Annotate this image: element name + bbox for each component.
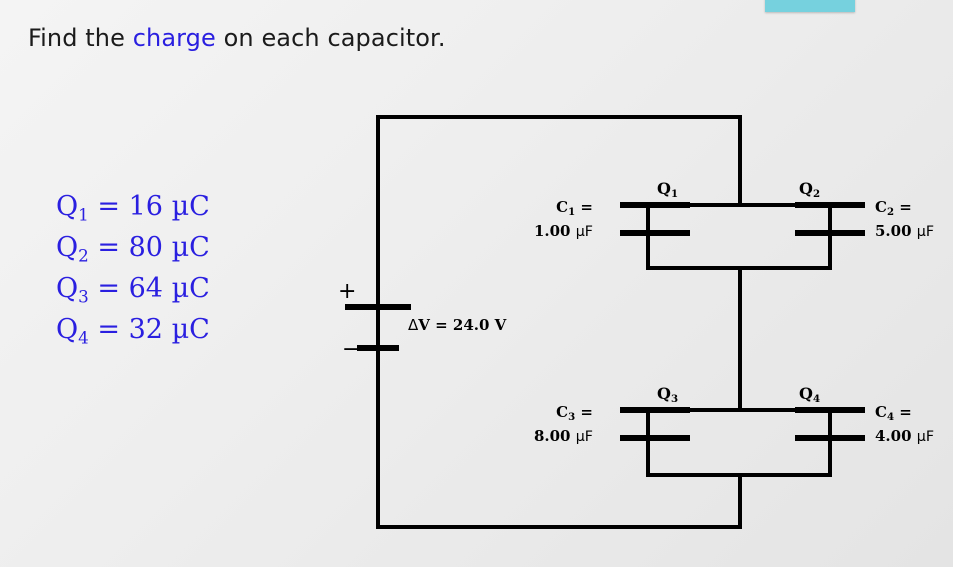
c4-value: 4.00 xyxy=(875,427,912,446)
answer-row-q2: Q2 = 80 µC xyxy=(56,227,210,268)
capacitor-c2-label-line2: 5.00 µF xyxy=(875,222,953,242)
c4-unit: µF xyxy=(916,429,935,446)
q1-symbol: Q xyxy=(657,179,671,198)
answer-row-q1: Q1 = 16 µC xyxy=(56,186,210,227)
c3-equals: = xyxy=(580,403,593,421)
charge-label-q4: Q4 xyxy=(799,384,820,405)
c1-unit: µF xyxy=(575,224,593,241)
capacitor-c4-label-line2: 4.00 µF xyxy=(875,427,953,447)
prompt-text-after: on each capacitor. xyxy=(215,24,446,52)
c2-equals: = xyxy=(899,198,912,216)
c1-equals: = xyxy=(580,198,593,216)
answer-symbol-q3: Q xyxy=(56,273,79,304)
c2-subscript: 2 xyxy=(886,206,895,219)
prompt-highlight-charge: charge xyxy=(132,24,216,52)
c3-subscript: 3 xyxy=(568,411,576,424)
answer-equals-q3: = xyxy=(97,273,121,304)
q3-subscript: 3 xyxy=(670,393,679,406)
c1-symbol: C xyxy=(556,198,569,216)
capacitor-c3-label-line1: C3 = xyxy=(458,403,593,427)
capacitor-c1-label-line1: C1 = xyxy=(458,198,593,222)
page-title: Find the charge on each capacitor. xyxy=(28,24,446,52)
accent-decoration-block xyxy=(765,0,855,12)
answer-value-q3: 64 xyxy=(128,273,163,304)
q4-subscript: 4 xyxy=(812,393,821,406)
q2-symbol: Q xyxy=(799,179,813,198)
battery-minus-sign: − xyxy=(342,337,361,362)
capacitor-c2-label-line1: C2 = xyxy=(875,198,953,222)
answer-row-q3: Q3 = 64 µC xyxy=(56,268,210,309)
q1-subscript: 1 xyxy=(670,188,679,201)
q2-subscript: 2 xyxy=(812,188,821,201)
c3-value: 8.00 xyxy=(533,427,571,446)
answer-symbol-q1: Q xyxy=(56,191,79,222)
charge-label-q2: Q2 xyxy=(799,179,820,200)
c3-unit: µF xyxy=(575,429,593,446)
c1-subscript: 1 xyxy=(568,206,576,219)
q3-symbol: Q xyxy=(657,384,671,403)
answer-unit-q4: µC xyxy=(171,314,210,345)
capacitor-c4-label-line1: C4 = xyxy=(875,403,953,427)
answer-symbol-q2: Q xyxy=(56,232,79,263)
battery-voltage-label: ΔV = 24.0 V xyxy=(408,316,506,334)
answer-unit-q1: µC xyxy=(171,191,210,222)
q4-symbol: Q xyxy=(799,384,813,403)
charge-label-q1: Q1 xyxy=(657,179,678,200)
prompt-text-before: Find the xyxy=(28,24,133,52)
delta-symbol: Δ xyxy=(408,316,419,334)
answer-subscript-q2: 2 xyxy=(78,245,89,266)
answer-equals-q4: = xyxy=(97,314,121,345)
c2-symbol: C xyxy=(875,198,887,216)
battery-plus-sign: + xyxy=(338,279,357,304)
answer-row-q4: Q4 = 32 µC xyxy=(56,309,210,350)
answer-subscript-q1: 1 xyxy=(78,204,89,225)
answer-value-q4: 32 xyxy=(128,314,163,345)
answer-subscript-q4: 4 xyxy=(78,327,89,348)
answer-value-q2: 80 xyxy=(128,232,163,263)
voltage-value-text: V = 24.0 V xyxy=(418,316,507,334)
answer-equals-q2: = xyxy=(97,232,121,263)
c4-equals: = xyxy=(899,403,912,421)
c1-value: 1.00 xyxy=(533,222,571,241)
capacitor-c1-label: C1 = 1.00 µF xyxy=(458,198,593,242)
answer-unit-q2: µC xyxy=(171,232,210,263)
answer-symbol-q4: Q xyxy=(56,314,79,345)
c4-symbol: C xyxy=(875,403,887,421)
capacitor-c4-label: C4 = 4.00 µF xyxy=(875,403,953,447)
capacitor-c1-label-line2: 1.00 µF xyxy=(458,222,593,242)
answer-value-q1: 16 xyxy=(128,191,163,222)
c4-subscript: 4 xyxy=(886,411,895,424)
c3-symbol: C xyxy=(556,403,569,421)
answer-subscript-q3: 3 xyxy=(78,286,89,307)
capacitor-c3-label-line2: 8.00 µF xyxy=(458,427,593,447)
answer-unit-q3: µC xyxy=(171,273,210,304)
c2-value: 5.00 xyxy=(875,222,912,241)
answer-equals-q1: = xyxy=(97,191,121,222)
charge-label-q3: Q3 xyxy=(657,384,678,405)
capacitor-c3-label: C3 = 8.00 µF xyxy=(458,403,593,447)
c2-unit: µF xyxy=(916,224,935,241)
capacitor-c2-label: C2 = 5.00 µF xyxy=(875,198,953,242)
answer-list: Q1 = 16 µC Q2 = 80 µC Q3 = 64 µC Q4 = 32… xyxy=(56,186,210,350)
